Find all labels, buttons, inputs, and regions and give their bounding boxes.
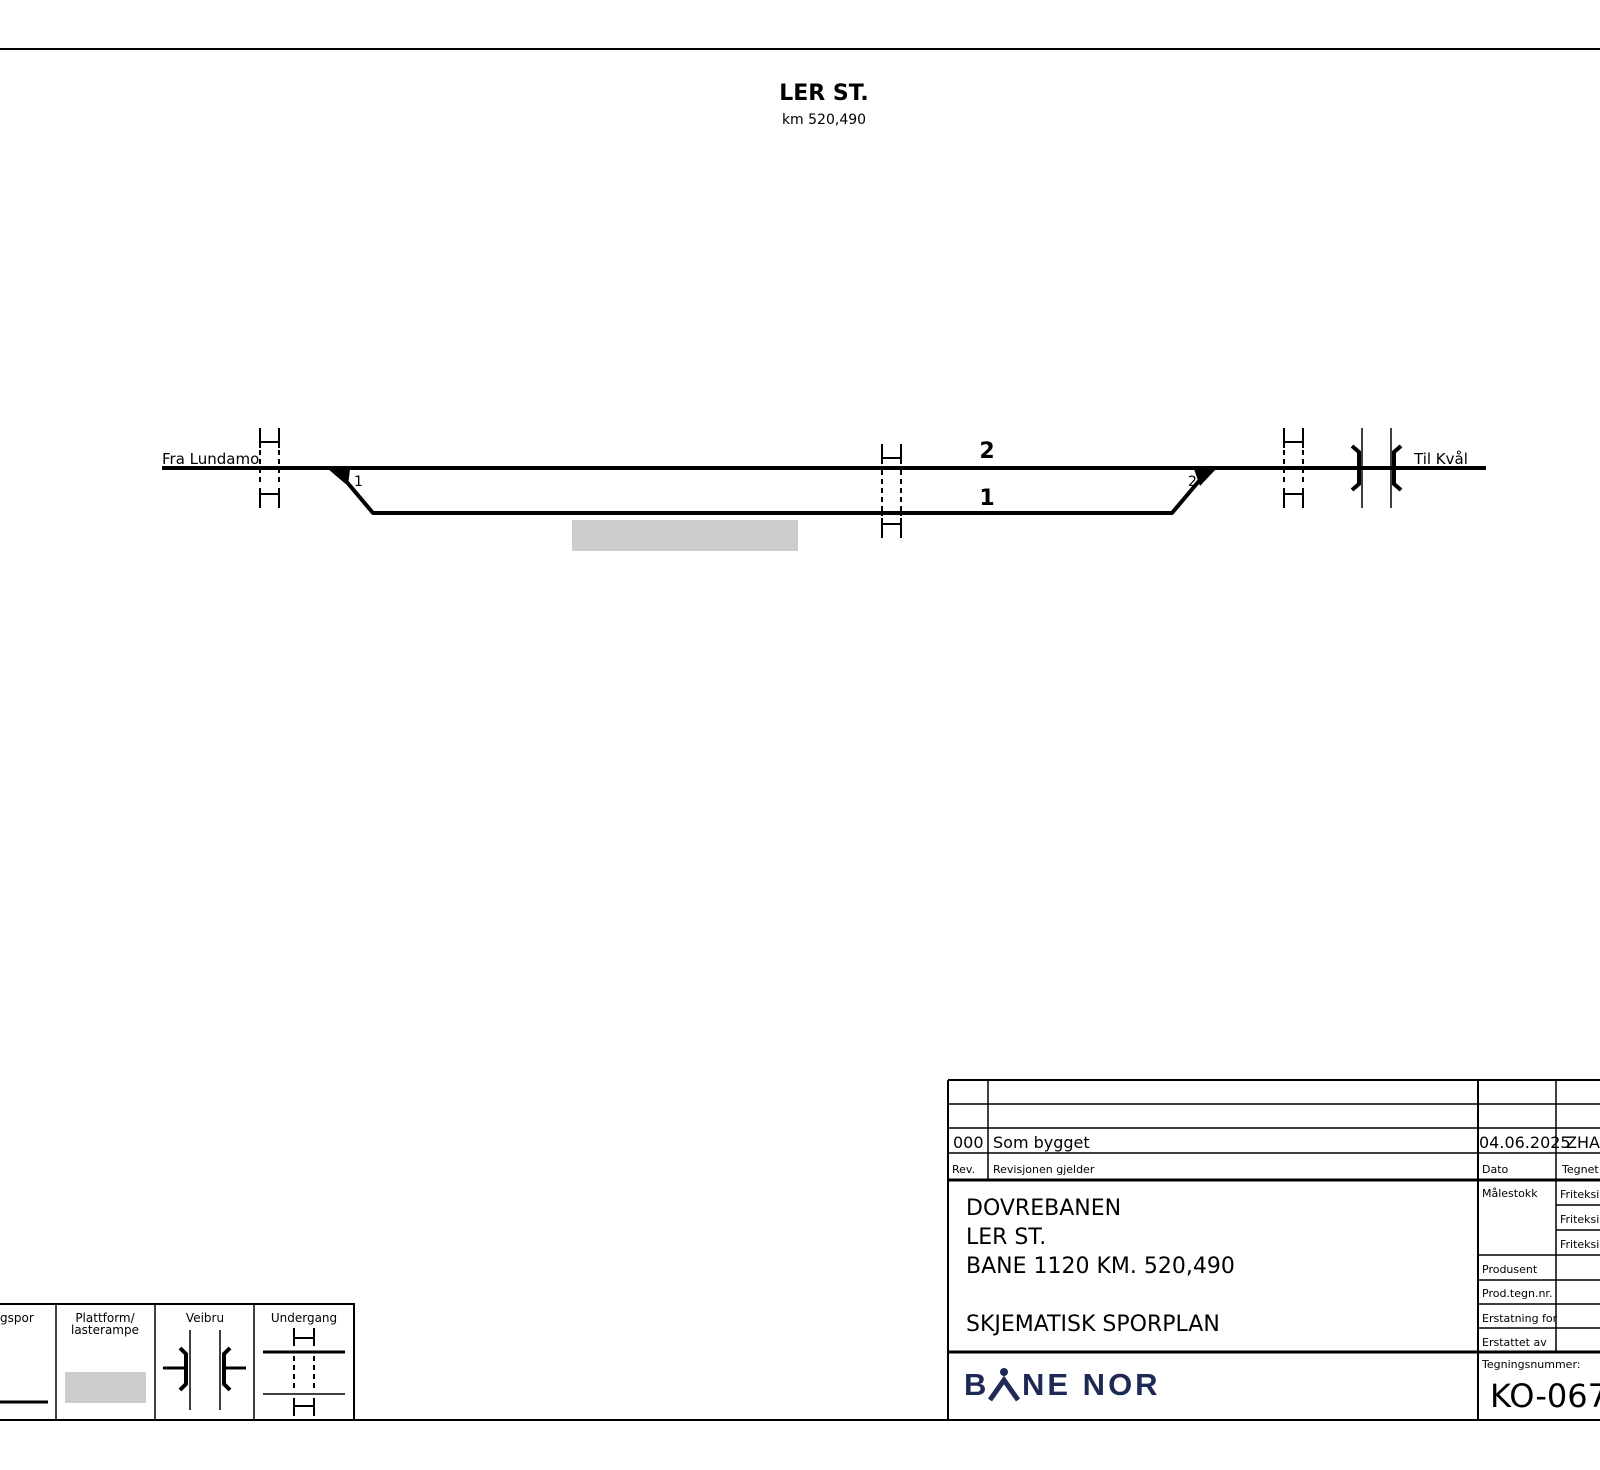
logo-a-mark xyxy=(987,1368,1021,1402)
scale-label: Målestokk xyxy=(1482,1187,1538,1200)
switch-number-right: 2 xyxy=(1188,474,1197,490)
title-line-2: LER ST. xyxy=(966,1225,1046,1250)
drawing-number-label: Tegningsnummer: xyxy=(1481,1358,1581,1371)
road-bridge-right xyxy=(1350,428,1403,508)
legend-underpass-label: Undergang xyxy=(271,1311,337,1325)
track-plan xyxy=(162,428,1486,538)
station-km: km 520,490 xyxy=(782,112,866,128)
replaces-label: Erstatning for xyxy=(1482,1312,1558,1325)
platform xyxy=(572,520,798,551)
switch-number-left: 1 xyxy=(354,474,363,490)
underpass-middle xyxy=(881,444,902,538)
title-block xyxy=(947,1079,1600,1420)
title-line-1: DOVREBANEN xyxy=(966,1196,1121,1221)
legend-partial-label: gspor xyxy=(0,1311,34,1325)
legend-platform-label-2: lasterampe xyxy=(71,1323,139,1337)
from-label: Fra Lundamo xyxy=(162,450,259,468)
legend-platform-swatch xyxy=(65,1372,146,1403)
legend-road-bridge-label: Veibru xyxy=(186,1311,224,1325)
revision-number: 000 xyxy=(953,1133,984,1152)
track-number-main: 2 xyxy=(979,439,994,464)
to-label: Til Kvål xyxy=(1413,450,1468,468)
free-text-3: Friteksi xyxy=(1560,1238,1599,1251)
title-line-3: BANE 1120 KM. 520,490 xyxy=(966,1254,1235,1279)
legend-platform-label: Plattform/ xyxy=(75,1311,135,1325)
producer-label: Produsent xyxy=(1482,1263,1538,1276)
header-date: Dato xyxy=(1482,1163,1509,1176)
switch-marker-left xyxy=(328,469,350,486)
header-revision: Revisjonen gjelder xyxy=(993,1163,1095,1176)
level-crossing-left xyxy=(259,428,280,508)
bane-nor-logo: B NE NOR xyxy=(964,1367,1161,1402)
level-crossing-right xyxy=(1283,428,1304,508)
replaced-by-label: Erstattet av xyxy=(1482,1336,1547,1349)
station-name: LER ST. xyxy=(779,81,869,106)
header-drawn: Tegnet a xyxy=(1561,1163,1600,1176)
side-track-1 xyxy=(333,466,1212,515)
logo-text-ne-nor: NE NOR xyxy=(1022,1367,1161,1402)
switch-marker-right xyxy=(1194,469,1216,486)
legend-road-bridge-symbol xyxy=(163,1330,246,1410)
drawing-number: KO-067 xyxy=(1490,1377,1600,1415)
logo-letter-b: B xyxy=(964,1367,986,1402)
revision-drawn-by: ZHAS xyxy=(1566,1133,1600,1152)
header-rev: Rev. xyxy=(952,1163,975,1176)
prod-number-label: Prod.tegn.nr. xyxy=(1482,1287,1552,1300)
track-number-side: 1 xyxy=(979,486,994,511)
revision-date: 04.06.2025 xyxy=(1479,1133,1571,1152)
title-line-4: SKJEMATISK SPORPLAN xyxy=(966,1312,1220,1337)
revision-text: Som bygget xyxy=(993,1133,1090,1152)
legend: gspor Plattform/ lasterampe Veibru Under… xyxy=(0,1303,355,1421)
legend-underpass-symbol xyxy=(263,1328,345,1416)
free-text-2: Friteksi xyxy=(1560,1213,1599,1226)
free-text-1: Friteksi xyxy=(1560,1188,1599,1201)
